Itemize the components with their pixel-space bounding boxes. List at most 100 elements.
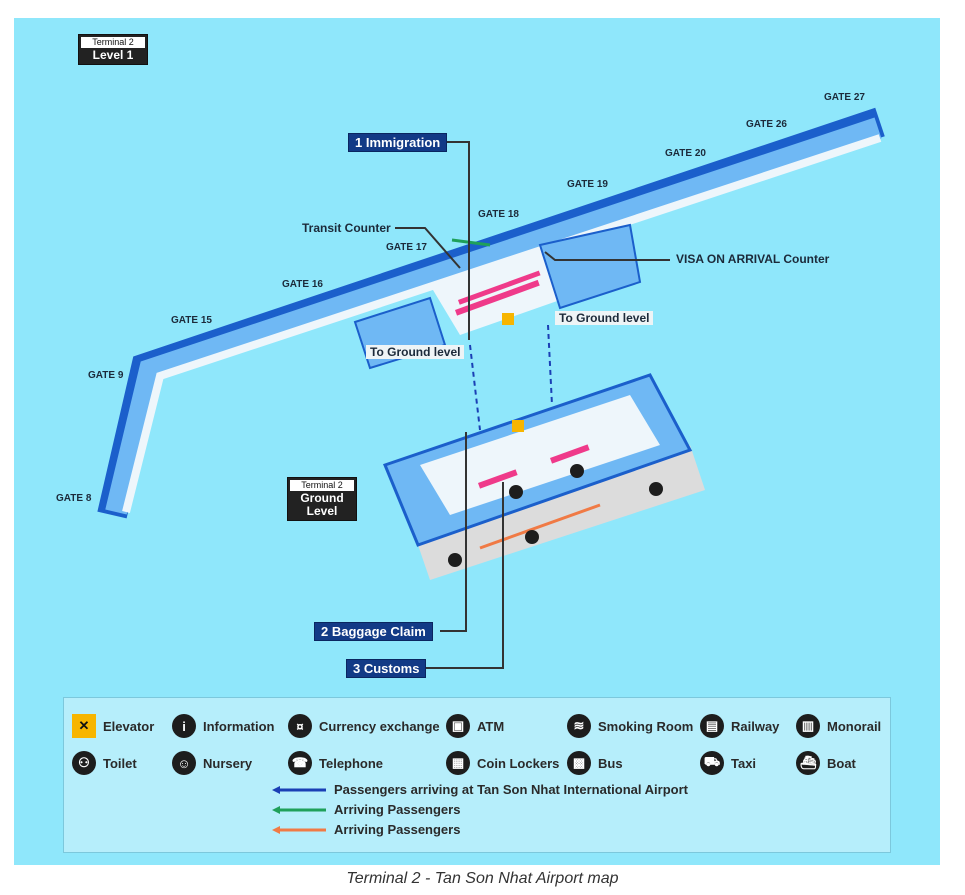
bus-stop-icon bbox=[649, 482, 663, 496]
to-ground-level-label: To Ground level bbox=[366, 345, 465, 359]
legend-label: Information bbox=[203, 718, 275, 734]
legend-label: ATM bbox=[477, 718, 505, 734]
baggage-leader bbox=[440, 432, 467, 632]
toilet-icon: ⚇ bbox=[72, 751, 96, 775]
baggage-carousels bbox=[478, 444, 590, 489]
legend-label: Nursery bbox=[203, 755, 253, 771]
currency-exchange-icon: ¤ bbox=[288, 714, 312, 738]
hub-block-right bbox=[538, 223, 642, 310]
transit-leader bbox=[395, 227, 461, 269]
green-arrow bbox=[451, 238, 491, 247]
bus-stop-icon bbox=[448, 553, 462, 567]
figure-caption: Terminal 2 - Tan Son Nhat Airport map bbox=[346, 870, 619, 887]
terminal-label: Terminal 2 bbox=[290, 480, 354, 491]
smoking-room-icon: ≋ bbox=[567, 714, 591, 738]
information-icon bbox=[570, 464, 584, 478]
legend-label: Telephone bbox=[319, 755, 384, 771]
visa-leader bbox=[544, 251, 670, 261]
boat-icon: ⛴ bbox=[796, 751, 820, 775]
central-hub bbox=[430, 250, 560, 335]
legend-item: ⛟ Taxi bbox=[700, 751, 756, 775]
ground-label-box: Terminal 2 Ground Level bbox=[287, 477, 357, 521]
map-legend: ✕ Elevator i Information ¤ Currency exchange ▣… bbox=[63, 697, 891, 853]
customs-callout: 3 Customs bbox=[346, 659, 427, 678]
terminal-label: Terminal 2 bbox=[81, 37, 145, 48]
legend-item: ≋ Smoking Room bbox=[567, 714, 693, 738]
level1-label-box: Terminal 2 Level 1 bbox=[78, 34, 148, 65]
orange-arrow bbox=[479, 503, 601, 550]
gate-16-label: GATE 16 bbox=[282, 279, 323, 290]
legend-item: ☺ Nursery bbox=[172, 751, 252, 775]
information-icon bbox=[509, 485, 523, 499]
legend-item: ⛴ Boat bbox=[796, 751, 856, 775]
monorail-icon: ▥ bbox=[796, 714, 820, 738]
escalator-link-1 bbox=[469, 344, 481, 431]
legend-item: i Information bbox=[172, 714, 275, 738]
legend-label: Elevator bbox=[103, 718, 155, 734]
immigration-callout: 1 Immigration bbox=[348, 133, 448, 152]
immigration-counters bbox=[455, 270, 541, 316]
arrow-left-icon bbox=[272, 825, 326, 834]
legend-item: ▥ Monorail bbox=[796, 714, 881, 738]
arrow-left-icon bbox=[272, 785, 326, 794]
legend-arrow-item: Arriving Passengers bbox=[272, 802, 460, 817]
legend-item: ▤Railway bbox=[700, 714, 779, 738]
gate-15-label: GATE 15 bbox=[171, 315, 212, 326]
gate-17-label: GATE 17 bbox=[386, 242, 427, 253]
legend-label: Coin Lockers bbox=[477, 755, 560, 771]
legend-arrow-item: Arriving Passengers bbox=[272, 822, 460, 837]
telephone-icon: ☎ bbox=[288, 751, 312, 775]
concourse-gates bbox=[105, 117, 882, 515]
customs-leader bbox=[426, 482, 504, 669]
legend-label: Bus bbox=[598, 755, 623, 771]
legend-item: ▦ Coin Lockers bbox=[446, 751, 559, 775]
legend-label: Monorail bbox=[827, 718, 882, 734]
map-drawing bbox=[97, 107, 885, 669]
level-label: Level 1 bbox=[92, 48, 134, 62]
legend-item: ¤ Currency exchange bbox=[288, 714, 440, 738]
nursery-icon: ☺ bbox=[172, 751, 196, 775]
gate-26-label: GATE 26 bbox=[746, 119, 787, 130]
legend-item: ▩ Bus bbox=[567, 751, 623, 775]
gate-27-label: GATE 27 bbox=[824, 92, 865, 103]
immigration-leader bbox=[447, 141, 470, 340]
legend-item: ☎ Telephone bbox=[288, 751, 383, 775]
arrow-left-icon bbox=[272, 805, 326, 814]
legend-arrow-label: Arriving Passengers bbox=[334, 802, 461, 817]
elevator-marker-ground bbox=[512, 420, 524, 432]
legend-label: Currency exchange bbox=[319, 718, 440, 734]
elevator-icon: ✕ bbox=[72, 714, 96, 738]
legend-label: Boat bbox=[827, 755, 856, 771]
legend-label: Smoking Room bbox=[598, 718, 694, 734]
to-ground-level-label: To Ground level bbox=[555, 311, 654, 325]
legend-label: Taxi bbox=[731, 755, 757, 771]
gate-20-label: GATE 20 bbox=[665, 148, 706, 159]
legend-label: Toilet bbox=[103, 755, 137, 771]
legend-arrow-label: Passengers arriving at Tan Son Nhat Inte… bbox=[334, 782, 688, 797]
gate-19-label: GATE 19 bbox=[567, 179, 608, 190]
legend-arrow-label: Arriving Passengers bbox=[334, 822, 461, 837]
baggage-claim-callout: 2 Baggage Claim bbox=[314, 622, 433, 641]
legend-item: ▣ ATM bbox=[446, 714, 504, 738]
legend-label: Railway bbox=[731, 718, 780, 734]
legend-arrow-item: Passengers arriving at Tan Son Nhat Inte… bbox=[272, 782, 688, 797]
bus-icon: ▩ bbox=[567, 751, 591, 775]
bus-stop-icon bbox=[525, 530, 539, 544]
legend-item: ✕ Elevator bbox=[72, 714, 154, 738]
legend-item: ⚇ Toilet bbox=[72, 751, 137, 775]
information-icon: i bbox=[172, 714, 196, 738]
taxi-icon: ⛟ bbox=[700, 751, 724, 775]
coin-lockers-icon: ▦ bbox=[446, 751, 470, 775]
atm-icon: ▣ bbox=[446, 714, 470, 738]
gate-18-label: GATE 18 bbox=[478, 209, 519, 220]
transit-counter-label: Transit Counter bbox=[302, 221, 391, 235]
visa-counter-label: VISA ON ARRIVAL Counter bbox=[676, 252, 830, 266]
elevator-marker bbox=[502, 313, 514, 325]
gate-8-label: GATE 8 bbox=[56, 493, 92, 504]
escalator-link-2 bbox=[547, 324, 553, 406]
gate-9-label: GATE 9 bbox=[88, 370, 124, 381]
concourse-walkway bbox=[122, 134, 882, 513]
ground-road bbox=[418, 445, 705, 580]
level-label: Ground Level bbox=[300, 491, 344, 518]
